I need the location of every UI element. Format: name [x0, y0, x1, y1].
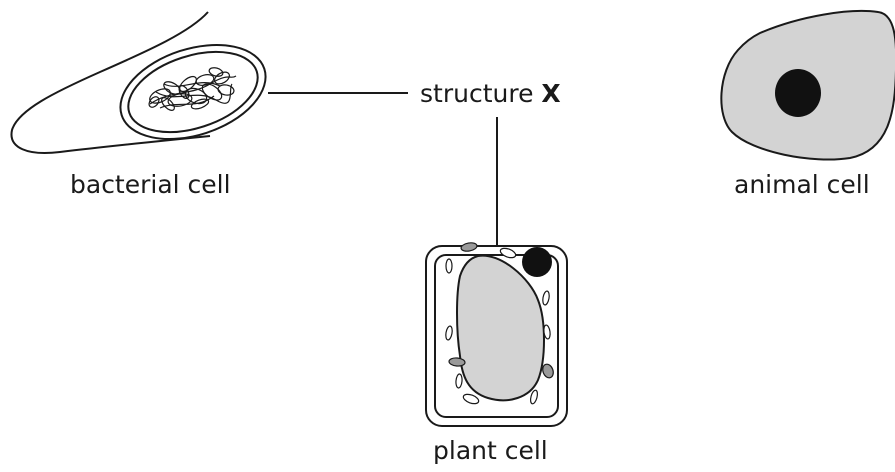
plant-cell-label: plant cell [433, 436, 548, 466]
animal-cell [721, 11, 895, 160]
plant-cell [426, 242, 567, 426]
bacterial-cell [11, 12, 277, 156]
structure-x-label: structure X [420, 79, 561, 109]
animal-nucleus [775, 69, 821, 117]
structure-x-label-text: structure [420, 79, 533, 108]
animal-cell-label: animal cell [734, 170, 870, 200]
bacterial-cell-label: bacterial cell [70, 170, 231, 200]
bacterial-capsule [108, 28, 277, 156]
structure-x-letter: X [541, 79, 560, 108]
plant-nucleus [522, 247, 552, 277]
